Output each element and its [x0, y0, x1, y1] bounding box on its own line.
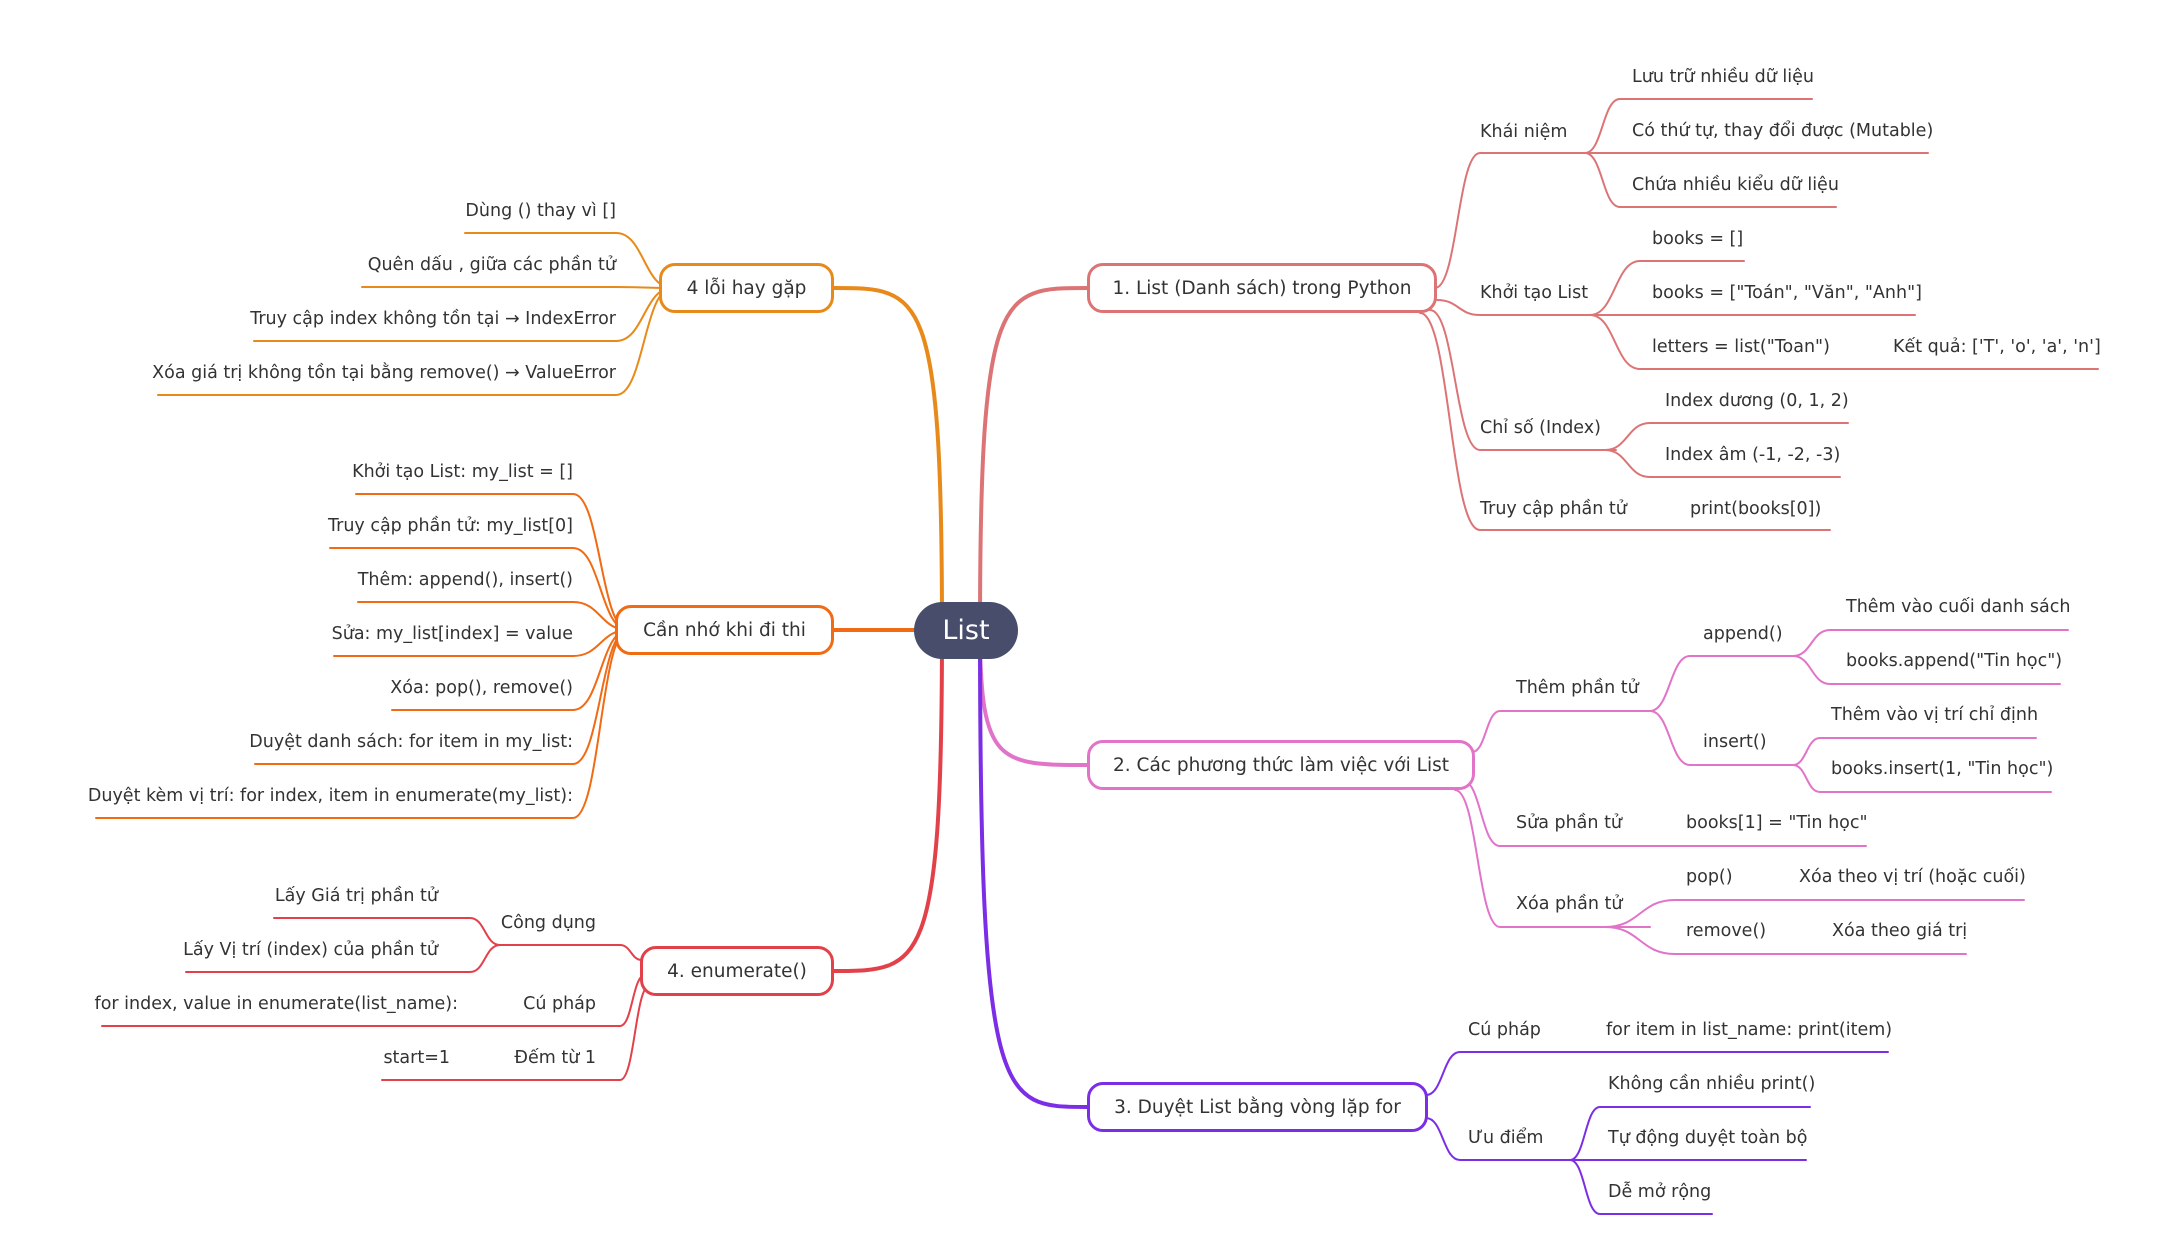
connector-line: [273, 917, 501, 946]
subtopic-append[interactable]: append(): [1703, 624, 1783, 644]
loi-hay-gap-item[interactable]: Truy cập index không tồn tại → IndexErro…: [250, 309, 616, 329]
subtopic-books-empty[interactable]: books = []: [1652, 229, 1744, 249]
subtopic-insert[interactable]: insert(): [1703, 732, 1767, 752]
connector-line: [1589, 314, 2099, 370]
leaf-books-append[interactable]: books.append("Tin học"): [1846, 651, 2063, 671]
subtopic-chua-nhieu-kieu[interactable]: Chứa nhiều kiểu dữ liệu: [1632, 175, 1839, 195]
branch-can-nho[interactable]: Cần nhớ khi đi thi: [615, 605, 834, 655]
branch-for-loop[interactable]: 3. Duyệt List bằng vòng lặp for: [1087, 1082, 1428, 1132]
can-nho-item[interactable]: Sửa: my_list[index] = value: [331, 624, 573, 644]
leaf-books-insert[interactable]: books.insert(1, "Tin học"): [1831, 759, 2054, 779]
subtopic-khong-can-print[interactable]: Không cần nhiều print(): [1608, 1074, 1816, 1094]
subtopic-books-list[interactable]: books = ["Toán", "Văn", "Anh"]: [1652, 283, 1922, 303]
can-nho-item[interactable]: Truy cập phần tử: my_list[0]: [328, 516, 573, 536]
subtopic-index-duong[interactable]: Index dương (0, 1, 2): [1665, 391, 1849, 411]
topic-sua-phan-tu[interactable]: Sửa phần tử: [1516, 813, 1623, 833]
subtopic-luu-tru[interactable]: Lưu trữ nhiều dữ liệu: [1632, 67, 1815, 87]
connector-line: [1649, 655, 1794, 712]
main-branch-connector: [978, 286, 1089, 632]
subtopic-letters[interactable]: letters = list("Toan"): [1652, 337, 1830, 357]
connector-line: [361, 286, 673, 289]
can-nho-item[interactable]: Duyệt kèm vị trí: for index, item in enu…: [87, 786, 573, 806]
connector-line: [1569, 1106, 1811, 1161]
branch-loi-hay-gap[interactable]: 4 lỗi hay gặp: [659, 263, 834, 313]
topic-cu-phap-enumerate[interactable]: Cú pháp: [523, 994, 596, 1014]
leaf-them-vi-tri[interactable]: Thêm vào vị trí chỉ định: [1831, 705, 2039, 725]
loi-hay-gap-item[interactable]: Dùng () thay vì []: [465, 201, 616, 221]
connector-line: [1649, 710, 1794, 766]
connector-line: [1792, 629, 2069, 657]
subtopic-de-mo-rong[interactable]: Dễ mở rộng: [1608, 1182, 1712, 1202]
subtopic-remove[interactable]: remove(): [1686, 921, 1767, 941]
can-nho-item[interactable]: Duyệt danh sách: for item in my_list:: [249, 732, 573, 752]
subtopic-print-books[interactable]: print(books[0]): [1690, 499, 1822, 519]
topic-xoa-phan-tu[interactable]: Xóa phần tử: [1516, 894, 1623, 914]
topic-khai-niem[interactable]: Khái niệm: [1480, 122, 1568, 142]
connector-line: [1792, 764, 2052, 793]
connector-line: [1569, 1159, 1713, 1215]
subtopic-letters-result[interactable]: Kết quả: ['T', 'o', 'a', 'n']: [1893, 337, 2101, 357]
leaf-remove-desc[interactable]: Xóa theo giá trị: [1832, 921, 1968, 941]
connector-line: [1792, 655, 2061, 685]
main-branch-connector: [832, 286, 944, 632]
connector-line: [1429, 309, 1617, 451]
topic-khoi-tao[interactable]: Khởi tạo List: [1480, 283, 1589, 303]
leaf-pop-desc[interactable]: Xóa theo vị trí (hoặc cuối): [1799, 867, 2026, 887]
topic-uu-diem[interactable]: Ưu điểm: [1468, 1128, 1544, 1148]
connector-line: [185, 944, 501, 973]
subtopic-books-assign[interactable]: books[1] = "Tin học": [1686, 813, 1868, 833]
leaf-them-cuoi[interactable]: Thêm vào cuối danh sách: [1846, 597, 2071, 617]
connector-line: [1454, 789, 1651, 928]
branch-methods[interactable]: 2. Các phương thức làm việc với List: [1087, 740, 1475, 790]
subtopic-co-thu-tu[interactable]: Có thứ tự, thay đổi được (Mutable): [1632, 121, 1934, 141]
subtopic-lay-vi-tri[interactable]: Lấy Vị trí (index) của phần tử: [183, 940, 438, 960]
subtopic-start-1[interactable]: start=1: [383, 1048, 450, 1068]
subtopic-tu-dong-duyet[interactable]: Tự động duyệt toàn bộ: [1608, 1128, 1808, 1148]
connector-line: [1584, 98, 1813, 154]
main-branch-connector: [832, 628, 944, 973]
connector-line: [1584, 152, 1837, 208]
subtopic-lay-gia-tri[interactable]: Lấy Giá trị phần tử: [274, 886, 438, 906]
connector-line: [1471, 710, 1651, 753]
connector-line: [1792, 737, 2037, 766]
connector-line: [499, 944, 643, 961]
topic-chi-so[interactable]: Chỉ số (Index): [1480, 418, 1601, 438]
branch-enumerate[interactable]: 4. enumerate(): [640, 946, 834, 996]
topic-dem-tu-1[interactable]: Đếm từ 1: [514, 1048, 596, 1068]
can-nho-item[interactable]: Khởi tạo List: my_list = []: [352, 462, 573, 482]
connector-line: [1419, 312, 1831, 531]
connector-line: [1425, 1117, 1571, 1161]
subtopic-for-syntax[interactable]: for item in list_name: print(item): [1606, 1020, 1893, 1040]
can-nho-item[interactable]: Xóa: pop(), remove(): [390, 678, 573, 698]
loi-hay-gap-item[interactable]: Xóa giá trị không tồn tại bằng remove() …: [152, 363, 616, 383]
topic-cong-dung[interactable]: Công dụng: [500, 913, 596, 933]
branch-list-python[interactable]: 1. List (Danh sách) trong Python: [1087, 263, 1437, 313]
topic-cu-phap-for[interactable]: Cú pháp: [1468, 1020, 1541, 1040]
subtopic-pop[interactable]: pop(): [1686, 867, 1733, 887]
can-nho-item[interactable]: Thêm: append(), insert(): [357, 570, 573, 590]
loi-hay-gap-item[interactable]: Quên dấu , giữa các phần tử: [367, 255, 616, 275]
subtopic-enumerate-syntax[interactable]: for index, value in enumerate(list_name)…: [94, 994, 458, 1014]
main-branch-connector: [978, 628, 1089, 1109]
connector-line: [1434, 152, 1586, 289]
connector-line: [1589, 260, 1745, 316]
subtopic-index-am[interactable]: Index âm (-1, -2, -3): [1665, 445, 1841, 465]
connector-line: [1604, 449, 1841, 478]
central-topic[interactable]: List: [914, 602, 1018, 659]
connector-line: [1425, 1051, 1889, 1096]
connector-line: [1604, 926, 1967, 955]
connector-line: [1604, 422, 1849, 451]
connector-line: [1436, 299, 1611, 316]
topic-them-phan-tu[interactable]: Thêm phần tử: [1516, 678, 1639, 698]
topic-truy-cap[interactable]: Truy cập phần tử: [1480, 499, 1627, 519]
connector-line: [1604, 899, 2025, 928]
